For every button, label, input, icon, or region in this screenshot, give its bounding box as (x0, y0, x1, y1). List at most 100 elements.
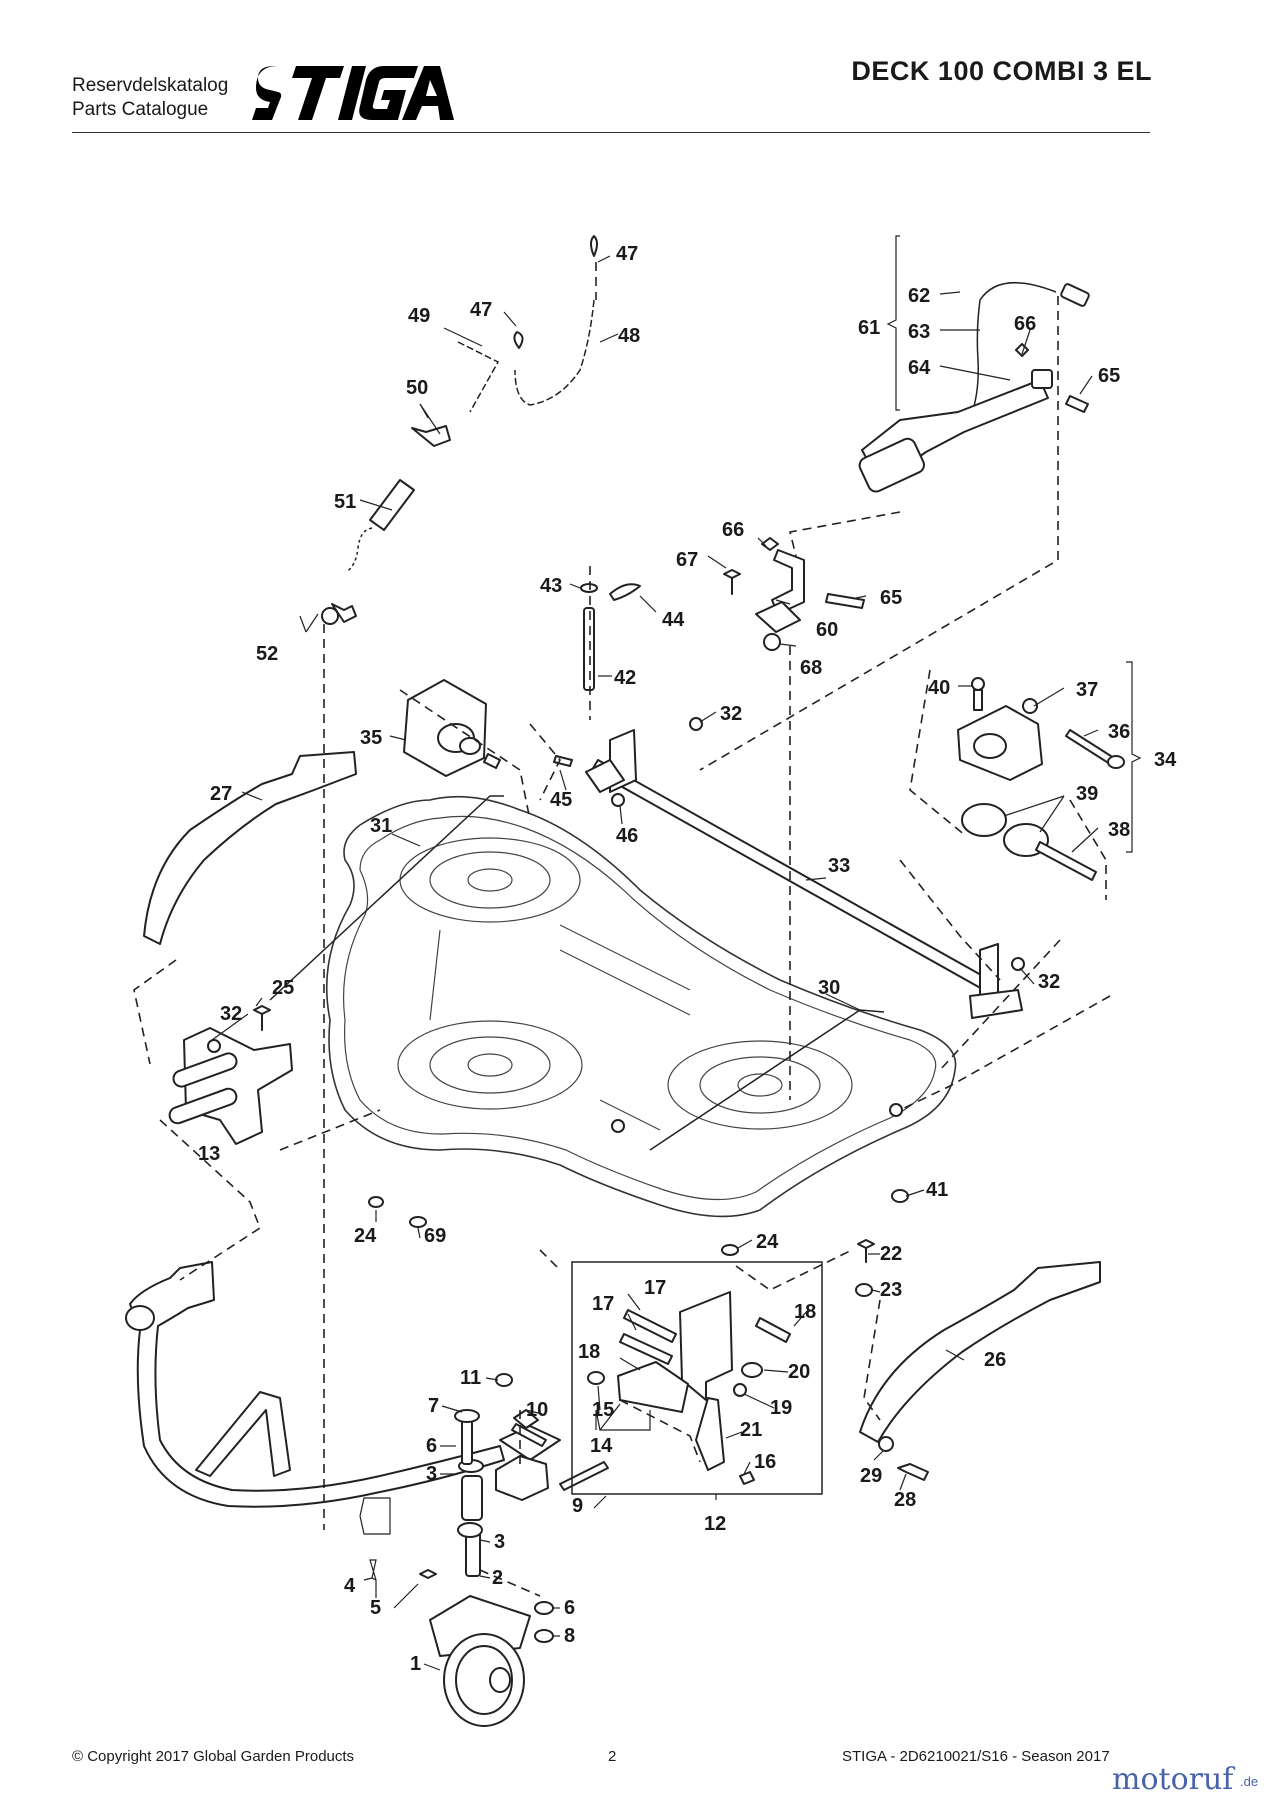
callout-66: 66 (1014, 313, 1036, 335)
callout-61: 61 (858, 317, 880, 339)
callout-5: 5 (370, 1597, 381, 1619)
callout-69: 69 (424, 1225, 446, 1247)
callout-32: 32 (1038, 971, 1060, 993)
callout-18: 18 (794, 1301, 816, 1323)
callout-17: 17 (644, 1277, 666, 1299)
callout-68: 68 (800, 657, 822, 679)
callout-48: 48 (618, 325, 640, 347)
callout-47: 47 (616, 243, 638, 265)
callout-50: 50 (406, 377, 428, 399)
callout-52: 52 (256, 643, 278, 665)
callout-42: 42 (614, 667, 636, 689)
callout-19: 19 (770, 1397, 792, 1419)
lift-bracket (723, 537, 865, 651)
callout-49: 49 (408, 305, 430, 327)
callout-13: 13 (198, 1143, 220, 1165)
document-title: DECK 100 COMBI 3 EL (851, 56, 1152, 86)
electric-actuator (858, 281, 1090, 493)
callout-10: 10 (526, 1399, 548, 1421)
lift-rod (580, 583, 641, 691)
callout-40: 40 (928, 677, 950, 699)
lift-arm-right (859, 1261, 1101, 1481)
callout-24: 24 (756, 1231, 779, 1253)
callout-43: 43 (540, 575, 562, 597)
catalog-label-swedish: Reservdelskatalog (72, 75, 229, 96)
callout-22: 22 (880, 1243, 902, 1265)
callout-64: 64 (908, 357, 931, 379)
castor-wheel (419, 1373, 609, 1727)
detail-box (571, 1261, 823, 1495)
callout-36: 36 (1108, 721, 1130, 743)
callout-45: 45 (550, 789, 572, 811)
roller-assembly (957, 677, 1125, 881)
front-axle-frame (125, 1261, 561, 1508)
catalog-label-english: Parts Catalogue (72, 99, 209, 120)
stiga-logo (252, 66, 454, 120)
callout-20: 20 (788, 1361, 810, 1383)
callout-38: 38 (1108, 819, 1130, 841)
page-number: 2 (608, 1748, 617, 1765)
callout-6: 6 (426, 1435, 437, 1457)
callout-15: 15 (592, 1399, 614, 1421)
callout-12: 12 (704, 1513, 726, 1535)
front-bracket (168, 1005, 293, 1145)
callout-26: 26 (984, 1349, 1006, 1371)
callout-35: 35 (360, 727, 382, 749)
callout-3: 3 (426, 1463, 437, 1485)
copyright-notice: © Copyright 2017 Global Garden Products (72, 1748, 355, 1765)
callout-34: 34 (1154, 749, 1177, 771)
callout-41: 41 (926, 1179, 948, 1201)
callout-8: 8 (564, 1625, 575, 1647)
callout-24: 24 (354, 1225, 377, 1247)
callout-31: 31 (370, 815, 392, 837)
callout-4: 4 (344, 1575, 356, 1597)
callout-32: 32 (720, 703, 742, 725)
callout-67: 67 (676, 549, 698, 571)
chain-assembly (321, 235, 598, 625)
lift-shaft (553, 717, 1025, 1019)
callout-27: 27 (210, 783, 232, 805)
callout-44: 44 (662, 609, 685, 631)
lift-arm-left (143, 751, 357, 945)
callout-66: 66 (722, 519, 744, 541)
callout-18: 18 (578, 1341, 600, 1363)
callout-7: 7 (428, 1395, 439, 1417)
callout-46: 46 (616, 825, 638, 847)
callout-63: 63 (908, 321, 930, 343)
fasteners (368, 1103, 909, 1297)
callout-28: 28 (894, 1489, 916, 1511)
leader-lines (211, 235, 1142, 1671)
roller-bracket (403, 679, 501, 777)
callout-30: 30 (818, 977, 840, 999)
callout-11: 11 (460, 1367, 481, 1389)
callout-29: 29 (860, 1465, 882, 1487)
watermark-domain: .de (1240, 1774, 1259, 1789)
callout-16: 16 (754, 1451, 776, 1473)
callout-51: 51 (334, 491, 356, 513)
callout-62: 62 (908, 285, 930, 307)
callout-17: 17 (592, 1293, 614, 1315)
callout-60: 60 (816, 619, 838, 641)
callout-37: 37 (1076, 679, 1098, 701)
part-callouts: 47 47 48 49 50 51 52 62 61 63 64 66 65 6… (198, 243, 1177, 1675)
callout-39: 39 (1076, 783, 1098, 805)
header-divider (72, 132, 1150, 133)
callout-33: 33 (828, 855, 850, 877)
callout-2: 2 (492, 1567, 503, 1589)
callout-14: 14 (590, 1435, 613, 1457)
callout-23: 23 (880, 1279, 902, 1301)
assembly-lines (133, 262, 1111, 1597)
callout-65: 65 (880, 587, 902, 609)
callout-32: 32 (220, 1003, 242, 1025)
callout-47: 47 (470, 299, 492, 321)
callout-21: 21 (740, 1419, 762, 1441)
callout-25: 25 (272, 977, 294, 999)
callout-3: 3 (494, 1531, 505, 1553)
callout-9: 9 (572, 1495, 583, 1517)
watermark-logo: motoruf (1112, 1762, 1234, 1797)
document-reference: STIGA - 2D6210021/S16 - Season 2017 (842, 1748, 1110, 1765)
callout-1: 1 (410, 1653, 421, 1675)
catalog-label: Reservdelskatalog Parts Catalogue (72, 74, 228, 122)
callout-65: 65 (1098, 365, 1120, 387)
